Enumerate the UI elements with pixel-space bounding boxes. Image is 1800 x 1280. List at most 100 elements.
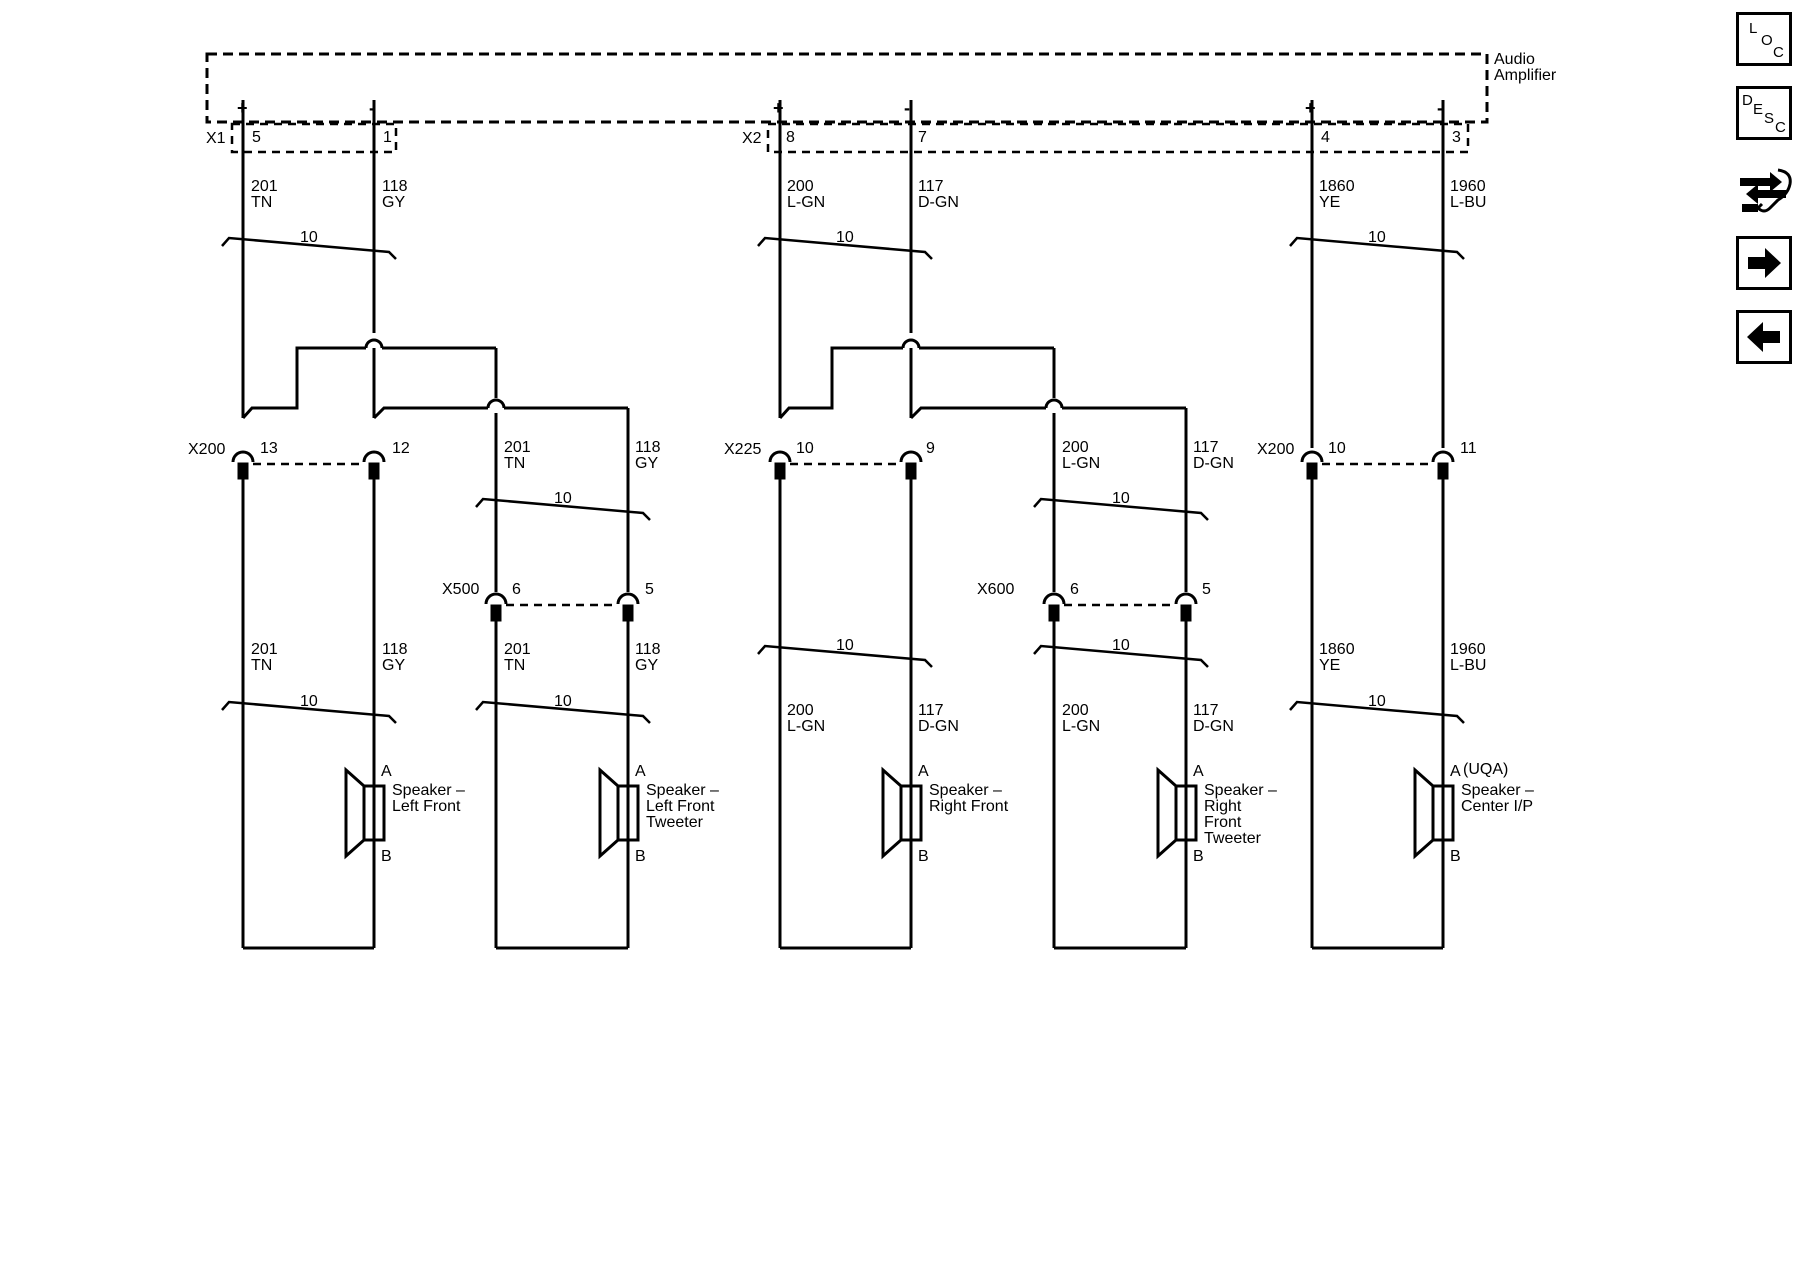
svg-text:10: 10: [1368, 229, 1386, 246]
pin-x2-4: 4: [1321, 129, 1330, 146]
svg-text:A: A: [1450, 763, 1461, 780]
svg-text:GY: GY: [382, 657, 405, 674]
svg-text:10: 10: [1112, 637, 1130, 654]
svg-text:118: 118: [382, 641, 408, 658]
pin-x200r-11: 11: [1460, 440, 1477, 457]
svg-text:C: C: [1775, 119, 1786, 136]
speaker-left-front-tweeter: A B Speaker – Left Front Tweeter: [598, 763, 719, 865]
svg-text:B: B: [1450, 848, 1461, 865]
connector-x225-label: X225: [724, 441, 761, 458]
svg-text:Right Front: Right Front: [929, 798, 1009, 815]
connector-x200-right-label: X200: [1257, 441, 1294, 458]
polarity-minus-3: -: [1437, 98, 1443, 118]
svg-text:10: 10: [300, 693, 318, 710]
pin-x200r-10: 10: [1328, 440, 1346, 457]
polarity-plus-2: +: [773, 98, 784, 118]
svg-text:10: 10: [1368, 693, 1386, 710]
svg-text:1860: 1860: [1319, 641, 1355, 658]
polarity-plus-3: +: [1305, 98, 1316, 118]
pin-x1-5: 5: [252, 129, 261, 146]
loc-button[interactable]: L O C: [1736, 12, 1792, 66]
svg-text:117: 117: [1193, 439, 1219, 456]
svg-text:E: E: [1753, 101, 1763, 118]
svg-text:200: 200: [1062, 439, 1089, 456]
pin-x200l-13: 13: [260, 440, 278, 457]
svg-text:200: 200: [787, 178, 814, 195]
svg-text:Speaker –: Speaker –: [1204, 782, 1277, 799]
svg-text:TN: TN: [504, 455, 525, 472]
next-button[interactable]: [1736, 236, 1792, 290]
svg-text:10: 10: [836, 637, 854, 654]
wires: [241, 100, 1445, 950]
back-button[interactable]: [1736, 310, 1792, 364]
arrow-right-icon: [1748, 248, 1781, 278]
svg-text:10: 10: [554, 693, 572, 710]
service-button[interactable]: [1736, 164, 1792, 218]
svg-text:200: 200: [1062, 702, 1089, 719]
amplifier-label-line2: Amplifier: [1494, 67, 1557, 84]
svg-text:Speaker –: Speaker –: [392, 782, 465, 799]
svg-text:Left Front: Left Front: [646, 798, 715, 815]
pin-x2-8: 8: [786, 129, 795, 146]
svg-text:O: O: [1761, 32, 1773, 49]
svg-text:A: A: [381, 763, 392, 780]
svg-text:201: 201: [251, 178, 278, 195]
svg-text:1960: 1960: [1450, 178, 1486, 195]
svg-text:YE: YE: [1319, 657, 1340, 674]
svg-text:Speaker –: Speaker –: [1461, 782, 1534, 799]
svg-text:201: 201: [504, 641, 531, 658]
description-icon: D E S C: [1742, 92, 1786, 136]
connector-x200-left-label: X200: [188, 441, 225, 458]
polarity-minus-1: -: [369, 98, 375, 118]
speaker-right-front: A B Speaker – Right Front: [881, 763, 1009, 865]
svg-text:Center I/P: Center I/P: [1461, 798, 1533, 815]
arrow-left-icon: [1747, 322, 1780, 352]
connector-x600-label: X600: [977, 581, 1014, 598]
svg-text:L-GN: L-GN: [787, 718, 825, 735]
connector-x2-label: X2: [742, 130, 762, 147]
svg-text:GY: GY: [635, 455, 658, 472]
svg-text:118: 118: [382, 178, 408, 195]
svg-text:D: D: [1742, 92, 1753, 109]
pin-x2-3: 3: [1452, 129, 1461, 146]
location-icon: L O C: [1749, 20, 1784, 61]
svg-text:A: A: [918, 763, 929, 780]
pin-x2-7: 7: [918, 129, 927, 146]
svg-text:B: B: [381, 848, 392, 865]
svg-text:L-BU: L-BU: [1450, 657, 1486, 674]
svg-text:201: 201: [504, 439, 531, 456]
audio-amplifier-box: [205, 52, 1489, 124]
svg-text:10: 10: [300, 229, 318, 246]
pin-x500-5: 5: [645, 581, 654, 598]
svg-text:Right: Right: [1204, 798, 1242, 815]
pin-x500-6: 6: [512, 581, 521, 598]
svg-text:Left Front: Left Front: [392, 798, 461, 815]
twisted-pair-marks: 10 10 10 10 10 10 10 10 10 10: [221, 229, 1465, 724]
svg-text:200: 200: [787, 702, 814, 719]
connector-x1-outline: [230, 122, 398, 154]
wrench-arrows-icon: [1740, 168, 1792, 213]
svg-text:A: A: [635, 763, 646, 780]
svg-text:1860: 1860: [1319, 178, 1355, 195]
svg-text:D-GN: D-GN: [918, 718, 959, 735]
svg-text:B: B: [635, 848, 646, 865]
desc-button[interactable]: D E S C: [1736, 86, 1792, 140]
svg-text:L-GN: L-GN: [1062, 455, 1100, 472]
svg-text:Tweeter: Tweeter: [1204, 830, 1262, 847]
svg-text:GY: GY: [635, 657, 658, 674]
connector-x2-outline: [766, 122, 1470, 154]
amplifier-label-line1: Audio: [1494, 51, 1535, 68]
svg-text:Front: Front: [1204, 814, 1242, 831]
inline-connector-dash-links: [253, 462, 1433, 607]
svg-text:118: 118: [635, 439, 661, 456]
svg-text:(UQA): (UQA): [1463, 761, 1508, 778]
pin-x200l-12: 12: [392, 440, 410, 457]
svg-text:TN: TN: [251, 657, 272, 674]
svg-text:117: 117: [1193, 702, 1219, 719]
polarity-minus-2: -: [904, 98, 910, 118]
speaker-center-ip: A (UQA) B Speaker – Center I/P: [1413, 761, 1534, 865]
svg-text:Tweeter: Tweeter: [646, 814, 704, 831]
pin-x1-1: 1: [383, 129, 392, 146]
